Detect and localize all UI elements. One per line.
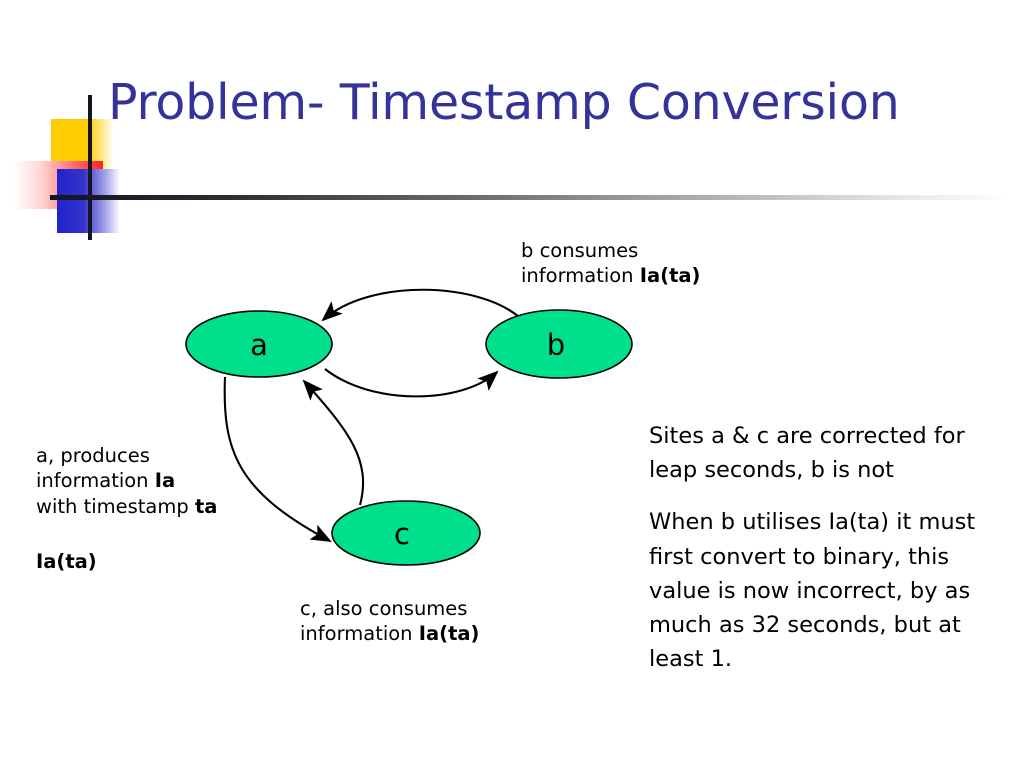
node-a-label: a [250,328,268,362]
body-paragraph-1: Sites a & c are corrected for leap secon… [649,423,965,484]
annotation-b-line2-bold: Ia(ta) [639,264,701,288]
annotation-c-line1: c, also consumes [300,597,468,620]
annotation-a-produces: a, produces information Ia with timestam… [36,443,286,519]
annotation-a-line3-prefix: with timestamp [36,494,195,518]
node-b-ellipse[interactable] [485,309,633,379]
title-horizontal-rule [50,195,1012,200]
annotation-a-line2-bold: Ia [154,469,176,493]
node-b[interactable]: b [485,309,633,379]
node-a[interactable]: a [185,310,333,378]
annotation-c-line2-prefix: information [300,622,419,646]
edge-c-to-a [302,379,365,506]
page-title: Problem- Timestamp Conversion [108,74,900,131]
annotation-a-line3-bold: ta [194,494,218,518]
edge-b-to-a [321,288,521,322]
annotation-c-line2-bold: Ia(ta) [418,622,480,646]
annotation-ia-ta: Ia(ta) [36,550,97,573]
node-c[interactable]: c [331,500,481,566]
annotation-b-consumes: b consumes information Ia(ta) [521,238,821,289]
node-c-ellipse[interactable] [331,500,481,566]
body-paragraph-2: When b utilises Ia(ta) it must first con… [649,509,976,673]
node-c-label: c [394,517,410,551]
body-copy: Sites a & c are corrected for leap secon… [649,419,994,676]
annotation-c-consumes: c, also consumes information Ia(ta) [300,596,600,647]
annotation-b-line2-prefix: information [521,264,640,288]
edge-a-to-c [223,376,332,542]
node-a-ellipse[interactable] [185,310,333,378]
node-b-label: b [547,328,565,362]
edge-a-to-b [324,368,499,398]
annotation-b-line1: b consumes [521,239,639,262]
annotation-a-line2-prefix: information [36,469,155,493]
annotation-a-line1: a, produces [36,444,150,467]
